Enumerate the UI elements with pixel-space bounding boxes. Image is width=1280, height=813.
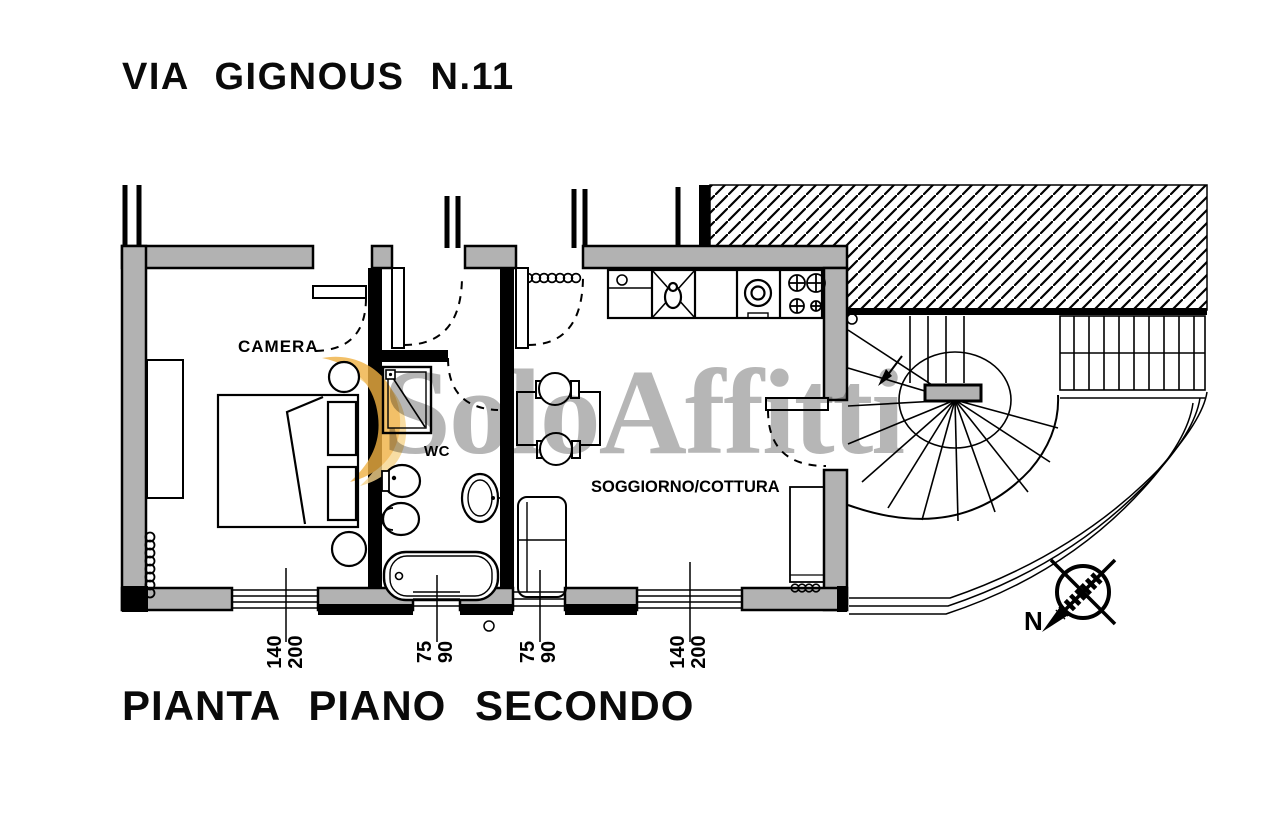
- neighbour-wall-outlines: [122, 185, 681, 248]
- wardrobe: [146, 359, 184, 499]
- room-label-bedroom: CAMERA: [238, 337, 319, 356]
- bedroom-radiator: [144, 531, 156, 599]
- terrace-door: [765, 397, 829, 467]
- bathroom-door: [447, 357, 499, 411]
- interior-partitions: [368, 268, 514, 588]
- bedroom-window: [232, 589, 318, 609]
- toilet: [381, 463, 422, 499]
- nightstand: [327, 360, 361, 394]
- shower: [381, 365, 433, 435]
- bedroom-door: [312, 285, 367, 352]
- room-label-bathroom: WC: [424, 443, 450, 460]
- sofa: [517, 496, 567, 598]
- entrance-radiator: [522, 272, 582, 284]
- stove-burners: [788, 273, 826, 314]
- dimension-leaders: [285, 562, 691, 642]
- north-label: N: [1024, 606, 1043, 636]
- chair: [535, 372, 580, 406]
- nightstand: [330, 530, 368, 568]
- plan-caption: PIANTA PIANO SECONDO: [122, 682, 695, 729]
- chair: [536, 432, 581, 466]
- washbasin: [460, 472, 506, 524]
- spiral-staircase: [846, 313, 1060, 522]
- living-entrance-door: [515, 267, 584, 349]
- straight-staircase: [1059, 315, 1206, 399]
- kitchen-tap: [616, 274, 628, 286]
- bathtub: [382, 550, 500, 602]
- bed: [216, 393, 360, 529]
- terrace-edge: [849, 391, 1208, 615]
- living-radiator: [790, 583, 821, 593]
- facade-steps: [122, 586, 847, 615]
- room-label-living-kitchen: SOGGIORNO/COTTURA: [591, 477, 780, 496]
- north-compass-icon: [1042, 558, 1117, 632]
- kitchen-sink: [651, 269, 696, 319]
- doors: [312, 267, 829, 467]
- cabinet: [789, 486, 825, 583]
- kitchen-counter: [606, 268, 826, 320]
- bidet: [381, 501, 421, 537]
- hall-door: [391, 267, 463, 349]
- page-title: VIA GIGNOUS N.11: [122, 56, 515, 98]
- living-small-window: [513, 591, 565, 607]
- oven: [743, 278, 773, 319]
